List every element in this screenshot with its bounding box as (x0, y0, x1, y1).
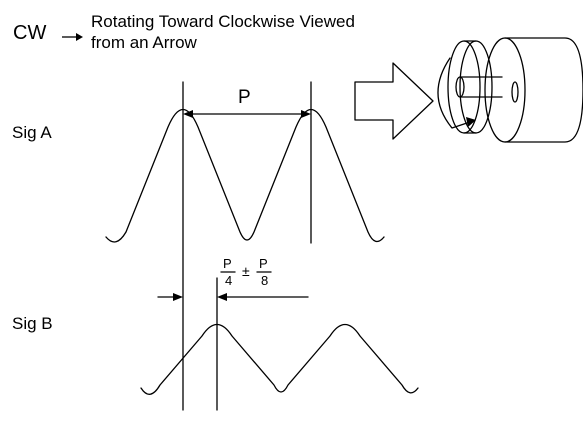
phase-arrowhead-left (173, 293, 183, 301)
phase-fraction2-denominator: 8 (261, 273, 269, 288)
sig-a-label: Sig A (12, 123, 52, 142)
sig-a-waveform (105, 108, 385, 243)
sig-b-waveform (140, 323, 419, 395)
cw-label: CW (13, 22, 47, 44)
phase-fraction2-numerator: P (259, 256, 268, 271)
period-label: P (238, 87, 251, 108)
cw-arrowhead (76, 33, 83, 41)
phase-fraction1-denominator: 4 (225, 273, 233, 288)
phase-arrowhead-right (217, 293, 227, 301)
direction-block-arrow-icon (354, 62, 434, 140)
clockwise-rotation-arrow-icon (437, 57, 471, 129)
rotation-arrowhead (466, 117, 476, 127)
phase-fraction1-numerator: P (223, 256, 232, 271)
rotary-encoder-shaft-icon (447, 37, 583, 143)
direction-description-line2: from an Arrow (91, 33, 197, 52)
direction-description-line1: Rotating Toward Clockwise Viewed (91, 12, 355, 31)
phase-plus-minus: ± (242, 263, 250, 279)
sig-b-label: Sig B (12, 314, 53, 333)
period-arrowhead-right (301, 110, 311, 118)
period-arrowhead-left (183, 110, 193, 118)
